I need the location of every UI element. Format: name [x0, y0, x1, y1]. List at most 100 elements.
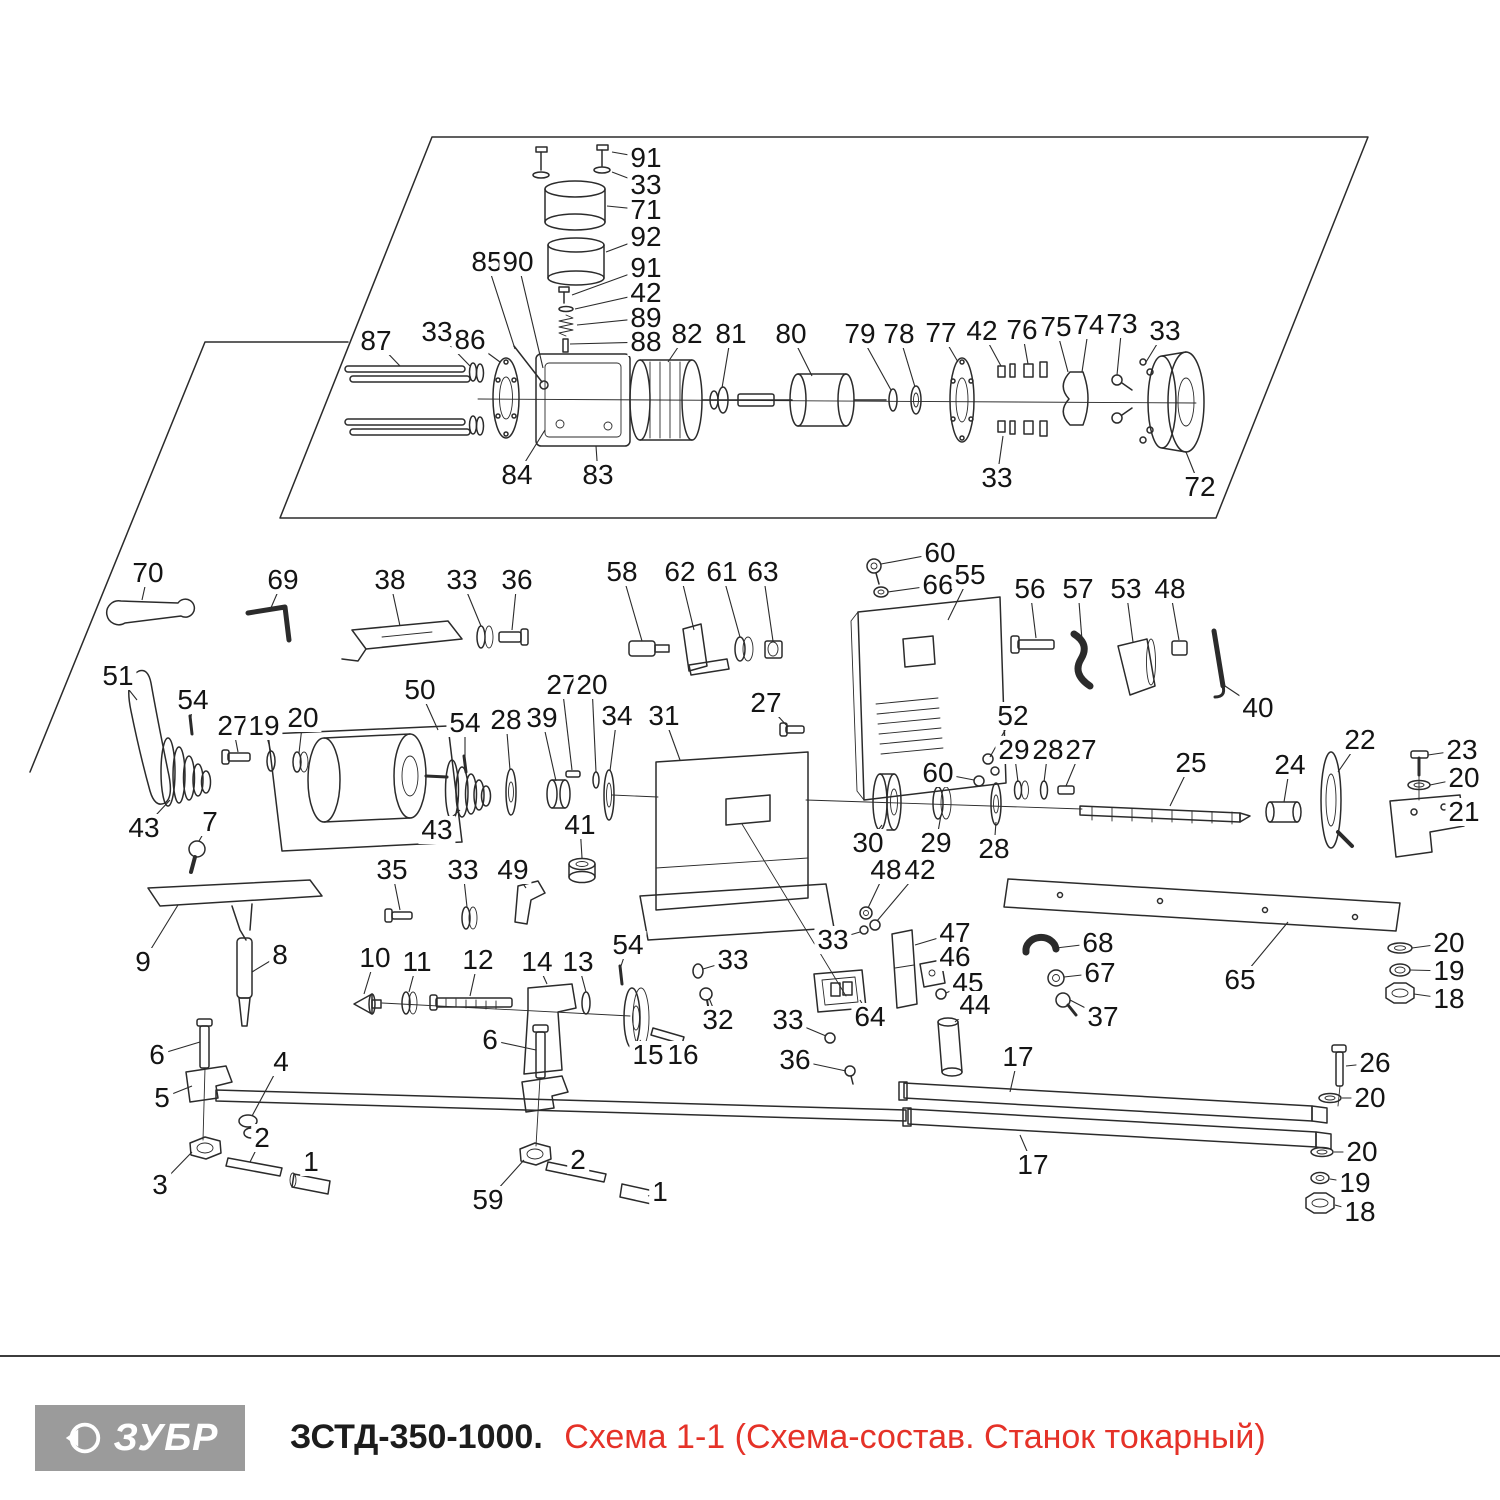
part-label-20: 20 — [284, 704, 322, 732]
part-label-17: 17 — [999, 1043, 1037, 1071]
part-label-42: 42 — [627, 279, 665, 307]
part-label-81: 81 — [712, 320, 750, 348]
part-label-33: 33 — [418, 318, 456, 346]
part-86-flange — [492, 357, 520, 439]
part-label-26: 26 — [1356, 1049, 1394, 1077]
part-label-19: 19 — [1430, 957, 1468, 985]
part-label-7: 7 — [199, 808, 221, 836]
part-label-3: 3 — [149, 1171, 171, 1199]
part-label-25: 25 — [1172, 749, 1210, 777]
part-label-89: 89 — [627, 304, 665, 332]
part-label-6: 6 — [479, 1026, 501, 1054]
part-label-6: 6 — [146, 1041, 168, 1069]
part-label-34: 34 — [598, 702, 636, 730]
part-label-28: 28 — [487, 706, 525, 734]
zubr-logo-text: ЗУБР — [113, 1416, 219, 1459]
part-40-rod — [1211, 628, 1226, 689]
part-label-55: 55 — [951, 561, 989, 589]
part-47-clamp — [891, 929, 918, 1009]
part-label-44: 44 — [956, 991, 994, 1019]
part-label-78: 78 — [880, 320, 918, 348]
part-label-66: 66 — [919, 571, 957, 599]
part-label-50: 50 — [401, 676, 439, 704]
part-label-60: 60 — [919, 759, 957, 787]
part-5-shoe — [185, 1065, 233, 1103]
part-label-11: 11 — [399, 948, 435, 976]
part-68-clamp — [1022, 933, 1060, 956]
part-label-9: 9 — [132, 948, 154, 976]
part-56-bolt — [1017, 639, 1055, 650]
part-label-86: 86 — [451, 326, 489, 354]
part-75-bracket — [1062, 371, 1089, 426]
part-label-77: 77 — [922, 319, 960, 347]
spindle-assembly-drawing — [344, 144, 1205, 453]
part-label-38: 38 — [371, 566, 409, 594]
part-69-hex-key — [245, 604, 292, 643]
drive-assembly-drawing — [128, 669, 805, 874]
schema-subtitle: Схема 1-1 (Схема-состав. Станок токарный… — [564, 1418, 1266, 1456]
part-label-54: 54 — [609, 931, 647, 959]
part-label-20: 20 — [1351, 1084, 1389, 1112]
part-label-68: 68 — [1079, 929, 1117, 957]
part-label-19: 19 — [245, 712, 283, 740]
part-label-64: 64 — [851, 1003, 889, 1031]
part-87-studs — [344, 365, 466, 373]
part-43-pulley — [160, 737, 176, 807]
part-label-33: 33 — [814, 926, 852, 954]
part-label-58: 58 — [603, 558, 641, 586]
part-55-cover — [857, 596, 1007, 801]
part-label-51: 51 — [99, 662, 137, 690]
part-label-8: 8 — [269, 941, 291, 969]
part-label-33: 33 — [714, 946, 752, 974]
part-label-52: 52 — [994, 702, 1032, 730]
part-label-41: 41 — [561, 811, 599, 839]
part-label-49: 49 — [494, 856, 532, 884]
part-label-30: 30 — [849, 829, 887, 857]
part-label-69: 69 — [264, 566, 302, 594]
part-14-bracket — [523, 983, 577, 1075]
part-label-35: 35 — [373, 856, 411, 884]
bed-front-rail — [215, 1089, 907, 1122]
part-label-33: 33 — [444, 856, 482, 884]
part-70-wrench — [105, 598, 196, 626]
part-label-20: 20 — [1445, 764, 1483, 792]
part-53-cone — [1117, 638, 1156, 696]
part-label-91: 91 — [627, 144, 665, 172]
part-label-32: 32 — [699, 1006, 737, 1034]
part-label-28: 28 — [975, 835, 1013, 863]
part-label-54: 54 — [446, 709, 484, 737]
part-label-21: 21 — [1445, 798, 1483, 826]
part-57-clamp — [1070, 630, 1094, 690]
part-label-88: 88 — [627, 328, 665, 356]
part-label-46: 46 — [936, 943, 974, 971]
part-22-handwheel — [1320, 751, 1342, 849]
part-38-plate — [351, 620, 463, 650]
part-label-62: 62 — [661, 558, 699, 586]
part-label-48: 48 — [1151, 575, 1189, 603]
part-label-91: 91 — [627, 254, 665, 282]
part-label-83: 83 — [579, 461, 617, 489]
part-label-27: 27 — [214, 712, 252, 740]
toolrest-assembly-drawing — [147, 879, 331, 1195]
part-label-37: 37 — [1084, 1003, 1122, 1031]
part-label-12: 12 — [459, 946, 497, 974]
part-label-54: 54 — [174, 686, 212, 714]
part-label-87: 87 — [357, 327, 395, 355]
part-label-92: 92 — [627, 223, 665, 251]
part-label-2: 2 — [251, 1124, 273, 1152]
part-label-20: 20 — [1430, 929, 1468, 957]
part-label-61: 61 — [703, 558, 741, 586]
part-label-67: 67 — [1081, 959, 1119, 987]
part-label-74: 74 — [1070, 311, 1108, 339]
part-65-plate — [1003, 878, 1401, 932]
part-label-43: 43 — [125, 814, 163, 842]
part-label-20: 20 — [1343, 1138, 1381, 1166]
part-label-40: 40 — [1239, 694, 1277, 722]
part-label-27: 27 — [1062, 736, 1100, 764]
part-9-toolrest — [147, 879, 323, 907]
zubr-logo-icon — [65, 1422, 100, 1454]
part-label-85: 85 — [468, 248, 506, 276]
panel-outlines — [29, 136, 1369, 773]
part-label-20: 20 — [573, 671, 611, 699]
tools-row-drawing — [105, 558, 1226, 801]
